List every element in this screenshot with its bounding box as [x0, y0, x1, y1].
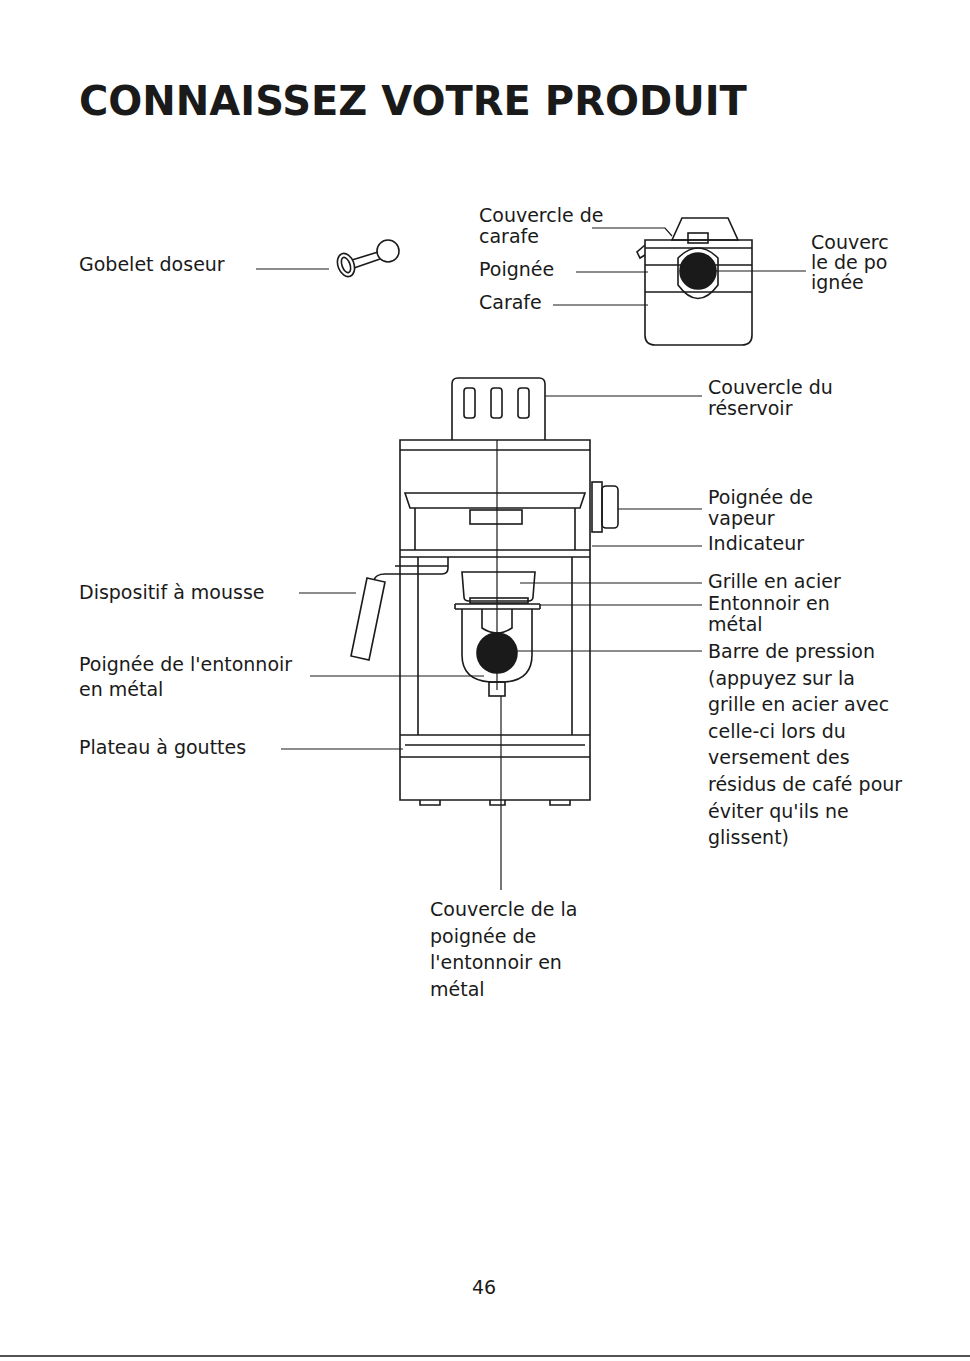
callout-label: Poignée [479, 259, 554, 280]
callout-label: Plateau à gouttes [79, 737, 246, 758]
callout-label: Entonnoir en métal [708, 593, 883, 635]
page-number: 46 [472, 1277, 496, 1298]
reservoir-lid [452, 378, 545, 440]
measuring-spoon [334, 240, 399, 279]
brew-unit [455, 572, 540, 696]
callout-label: Carafe [479, 292, 542, 313]
callout-label: Couvercle du réservoir [708, 377, 883, 419]
callout-label: Grille en acier [708, 571, 841, 592]
callout-label: Poignée de vapeur [708, 487, 858, 529]
callout-label: Couvercle de poignée [811, 232, 889, 292]
steam-knob [592, 482, 618, 532]
carafe [637, 218, 752, 345]
page-rule [0, 1355, 970, 1357]
callout-label: Poignée de l'entonnoir en métal [79, 652, 314, 702]
callout-label: Indicateur [708, 533, 804, 554]
callout-label: Couvercle de carafe [479, 205, 604, 247]
page-title: CONNAISSEZ VOTRE PRODUIT [79, 78, 747, 124]
callout-label: Gobelet doseur [79, 254, 225, 275]
callout-note: Barre de pression (appuyez sur la grille… [708, 638, 908, 851]
milk-frother [351, 557, 448, 660]
callout-label: Couvercle de la poignée de l'entonnoir e… [430, 896, 610, 1002]
machine-body [400, 440, 590, 805]
callout-label: Dispositif à mousse [79, 582, 264, 603]
